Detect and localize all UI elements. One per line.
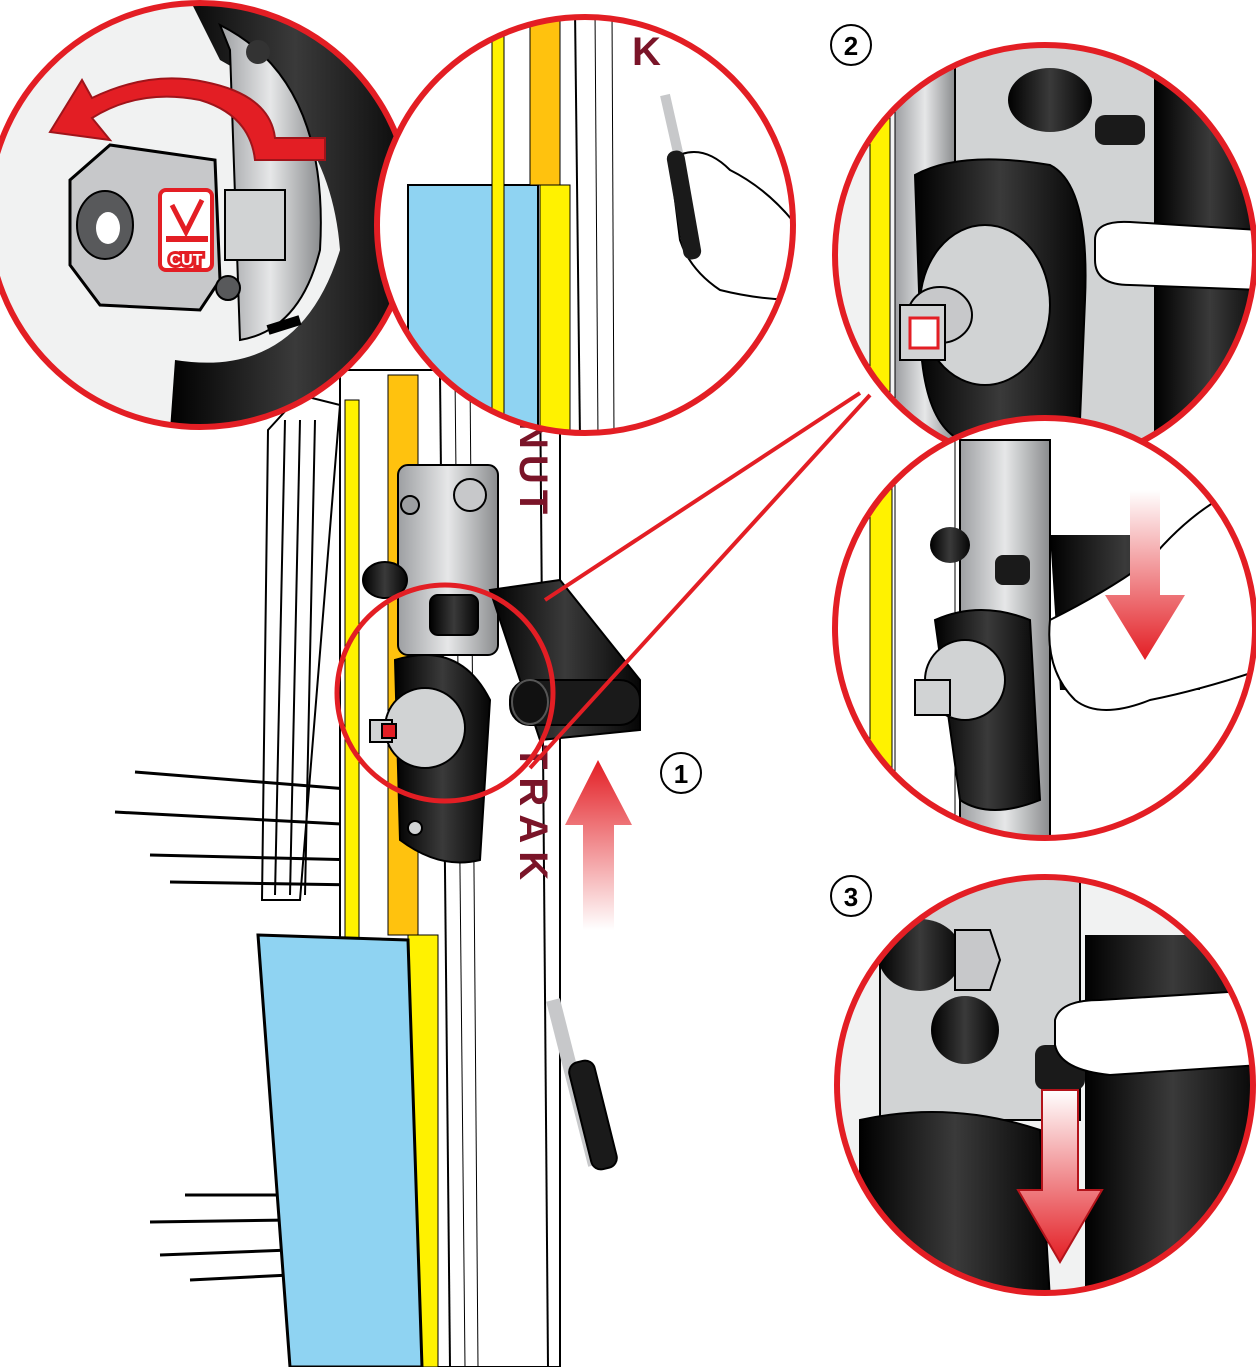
main-lift-illustration: NUT TRAK	[114, 369, 702, 1367]
rotate-arrow-icon	[48, 77, 326, 161]
detail-circle-release	[834, 874, 1256, 1296]
hand-icon	[668, 151, 793, 302]
carriage-highlight-circle	[334, 582, 556, 804]
base-legs	[114, 770, 361, 1282]
frame-rails	[260, 393, 342, 901]
finger-push-icon	[1094, 220, 1255, 292]
blue-panel	[256, 933, 424, 1367]
step-1-badge	[660, 752, 702, 794]
detail-circle-push-button	[832, 42, 1256, 468]
up-arrow	[565, 760, 632, 930]
step-2-badge	[830, 24, 872, 66]
down-arrow-pull	[1105, 490, 1185, 660]
step-2-label: 2	[844, 31, 858, 61]
cut-badge-label: CUT	[170, 252, 203, 269]
step-1-label: 1	[674, 759, 688, 789]
step-3-badge	[830, 875, 872, 917]
detail-circle-pull-down	[832, 415, 1256, 841]
down-arrow-release	[1016, 1089, 1104, 1264]
finger-press-icon	[1054, 988, 1253, 1077]
crank-handle	[546, 998, 618, 1171]
winch-carriage	[362, 464, 641, 864]
callout-connector	[528, 391, 872, 770]
detail-circle-brake-lever: K	[374, 14, 796, 436]
detail-circle-knob: CUT	[0, 0, 415, 430]
brand-letter-top: K	[632, 30, 661, 74]
step-3-label: 3	[844, 882, 858, 912]
mast-brand-upper: NUT	[511, 420, 555, 520]
